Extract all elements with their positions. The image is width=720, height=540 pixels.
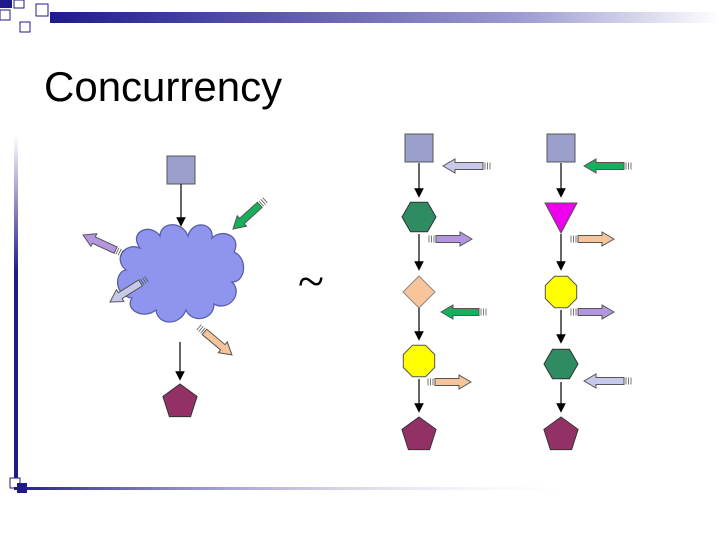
concurrent-process-cloud — [117, 224, 245, 323]
template-footer-decoration — [9, 135, 594, 493]
green-signal-arrow-in — [440, 304, 480, 320]
equivalence-symbol: ~ — [298, 255, 324, 308]
template-header-decoration — [0, 0, 720, 33]
diamond-peach-icon — [402, 275, 436, 309]
lavender-signal-arrow-in — [583, 373, 625, 389]
green-signal-arrow-in-tail — [258, 200, 264, 207]
purple-signal-arrow-out — [82, 233, 118, 255]
peach-signal-arrow-out-tail — [196, 324, 202, 331]
peach-signal-arrow-out — [434, 374, 472, 390]
green-signal-arrow-in-tail — [262, 197, 268, 204]
peach-signal-arrow-out — [201, 328, 233, 356]
output-pentagon-icon — [162, 383, 198, 418]
hexagon-green-icon — [543, 348, 579, 380]
slide-title: Concurrency — [44, 63, 283, 110]
input-square-icon — [404, 133, 434, 163]
green-signal-arrow-in — [583, 158, 625, 174]
hexagon-green-icon — [401, 201, 437, 233]
lavender-signal-arrow-in — [442, 158, 484, 174]
green-signal-arrow-in-tail — [260, 199, 266, 205]
purple-signal-arrow-out-tail — [115, 247, 120, 255]
peach-signal-arrow-out-tail — [198, 326, 204, 332]
lavender-signal-arrow-in-tail — [140, 278, 145, 286]
green-signal-arrow-in — [232, 201, 263, 230]
purple-signal-arrow-out — [577, 304, 615, 320]
lavender-signal-arrow-in — [109, 279, 144, 303]
lavender-signal-arrow-in-tail — [142, 277, 147, 284]
peach-signal-arrow-out — [577, 231, 615, 247]
purple-signal-arrow-out-tail — [117, 248, 122, 256]
peach-signal-arrow-out-tail — [200, 327, 206, 334]
input-square-icon — [546, 133, 576, 163]
purple-signal-arrow-out-tail — [120, 249, 124, 257]
triangle-magenta-icon — [544, 202, 578, 235]
input-square-icon — [166, 155, 196, 185]
output-pentagon-icon — [401, 416, 437, 451]
purple-signal-arrow-out — [435, 231, 473, 247]
lavender-signal-arrow-in-tail — [144, 276, 149, 283]
output-pentagon-icon — [543, 416, 579, 451]
octagon-yellow-icon — [402, 344, 436, 378]
octagon-yellow-icon — [544, 275, 578, 309]
